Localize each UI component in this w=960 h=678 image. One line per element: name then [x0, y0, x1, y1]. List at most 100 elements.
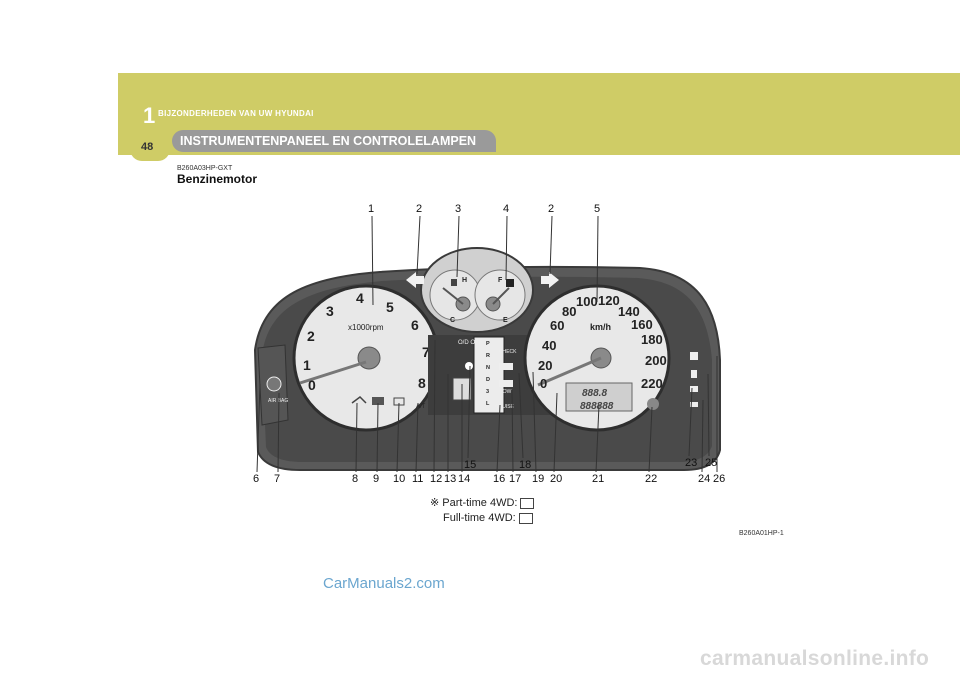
callout-number: 24	[698, 473, 710, 485]
callout-number: 4	[503, 203, 509, 215]
callout-number: 5	[594, 203, 600, 215]
speed-number: 160	[631, 317, 653, 332]
note-part-time: ※ Part-time 4WD:	[430, 496, 535, 509]
left-turn-arrow-icon	[406, 272, 424, 288]
callout-number: 1	[368, 203, 374, 215]
callout-leader-line	[396, 402, 400, 473]
callout-number: 22	[645, 473, 657, 485]
callout-number: 18	[519, 459, 531, 471]
section-title: INSTRUMENTENPANEEL EN CONTROLELAMPEN	[180, 134, 477, 148]
callout-number: 14	[458, 473, 470, 485]
callout-leader-line	[416, 215, 421, 275]
callout-leader-line	[596, 215, 599, 303]
speed-number: 40	[542, 338, 556, 353]
gear-letter: N	[486, 365, 490, 371]
airbag-label: AIR BAG	[268, 398, 288, 404]
speed-number: 180	[641, 332, 663, 347]
watermark[interactable]: CarManuals2.com	[323, 575, 445, 592]
tach-number: 1	[303, 357, 311, 373]
callout-number: 12	[430, 473, 442, 485]
tach-number: 2	[307, 328, 315, 344]
tach-number: 8	[418, 375, 426, 391]
tach-number: 6	[411, 317, 419, 333]
footer-watermark: carmanualsonline.info	[700, 647, 930, 670]
chapter-title: BIJZONDERHEDEN VAN UW HYUNDAI	[158, 109, 314, 118]
callout-number: 25	[705, 457, 717, 469]
fuel-empty-label: E	[503, 317, 508, 324]
callout-leader-line	[701, 399, 704, 473]
gear-letter: L	[486, 401, 490, 407]
callout-leader-line	[688, 387, 693, 457]
callout-leader-line	[518, 372, 524, 459]
gear-letter: 3	[486, 389, 489, 395]
callout-leader-line	[511, 389, 514, 473]
callout-number: 11	[412, 473, 423, 485]
callout-number: 16	[493, 473, 505, 485]
speedometer	[523, 284, 671, 432]
fuel-full-label: F	[498, 277, 503, 284]
note-full-time-text: Full-time 4WD:	[443, 512, 516, 524]
tach-number: 7	[422, 344, 430, 360]
callout-leader-line	[355, 402, 358, 473]
gear-letter: D	[486, 377, 490, 383]
temp-cold-label: C	[450, 317, 455, 324]
odometer-display: 888888	[580, 401, 614, 412]
page-number: 48	[141, 141, 154, 153]
gear-letter: P	[486, 341, 490, 347]
callout-leader-line	[595, 404, 600, 473]
speed-number: 100	[576, 294, 598, 309]
callout-number: 8	[352, 473, 358, 485]
tach-number: 3	[326, 303, 334, 319]
speed-number: 20	[538, 358, 552, 373]
check-label: CHECK	[499, 349, 517, 355]
callout-number: 2	[416, 203, 422, 215]
callout-leader-line	[256, 383, 261, 473]
document-code: B260A03HP-GXT	[177, 165, 233, 172]
callout-leader-line	[415, 402, 419, 473]
callout-number: 26	[713, 473, 725, 485]
service-lamp-icon	[372, 397, 384, 405]
callout-number: 2	[548, 203, 554, 215]
cruise-label: CRUISE	[495, 404, 515, 410]
callout-number: 17	[509, 473, 521, 485]
right-turn-arrow-icon	[541, 272, 559, 288]
tach-number: 0	[308, 377, 316, 393]
oil-lamp-icon	[351, 396, 367, 404]
speed-number: 220	[641, 376, 663, 391]
callout-leader-line	[549, 215, 553, 275]
tach-number: 4	[356, 290, 364, 306]
callout-leader-line	[467, 365, 471, 459]
callout-leader-line	[532, 371, 537, 473]
callout-number: 7	[274, 473, 280, 485]
callout-leader-line	[376, 402, 379, 473]
speed-number: 80	[562, 304, 576, 319]
speed-number: 200	[645, 353, 667, 368]
callout-leader-line	[277, 392, 280, 473]
tach-number: 5	[386, 299, 394, 315]
callout-leader-line	[505, 215, 508, 281]
callout-number: 21	[592, 473, 604, 485]
callout-number: 15	[464, 459, 476, 471]
callout-leader-line	[553, 392, 558, 473]
callout-number: 10	[393, 473, 405, 485]
speed-number: 120	[598, 293, 620, 308]
callout-leader-line	[496, 404, 501, 473]
speed-number: 140	[618, 304, 640, 319]
at-label: A/T	[416, 404, 426, 410]
tachometer	[292, 284, 440, 432]
small-gauges	[420, 247, 534, 333]
low-label: LOW	[500, 389, 512, 395]
subtitle: Benzinemotor	[177, 172, 258, 186]
callout-number: 13	[444, 473, 456, 485]
temp-hot-label: H	[462, 277, 467, 284]
full-time-4wd-icon	[518, 512, 533, 524]
part-time-4wd-icon	[520, 497, 535, 509]
callout-leader-line	[456, 215, 460, 278]
gear-letter: R	[486, 353, 490, 359]
callout-number: 9	[373, 473, 379, 485]
speed-number: 60	[550, 318, 564, 333]
callout-number: 20	[550, 473, 562, 485]
callout-number: 19	[532, 473, 544, 485]
speed-unit: km/h	[590, 322, 611, 332]
